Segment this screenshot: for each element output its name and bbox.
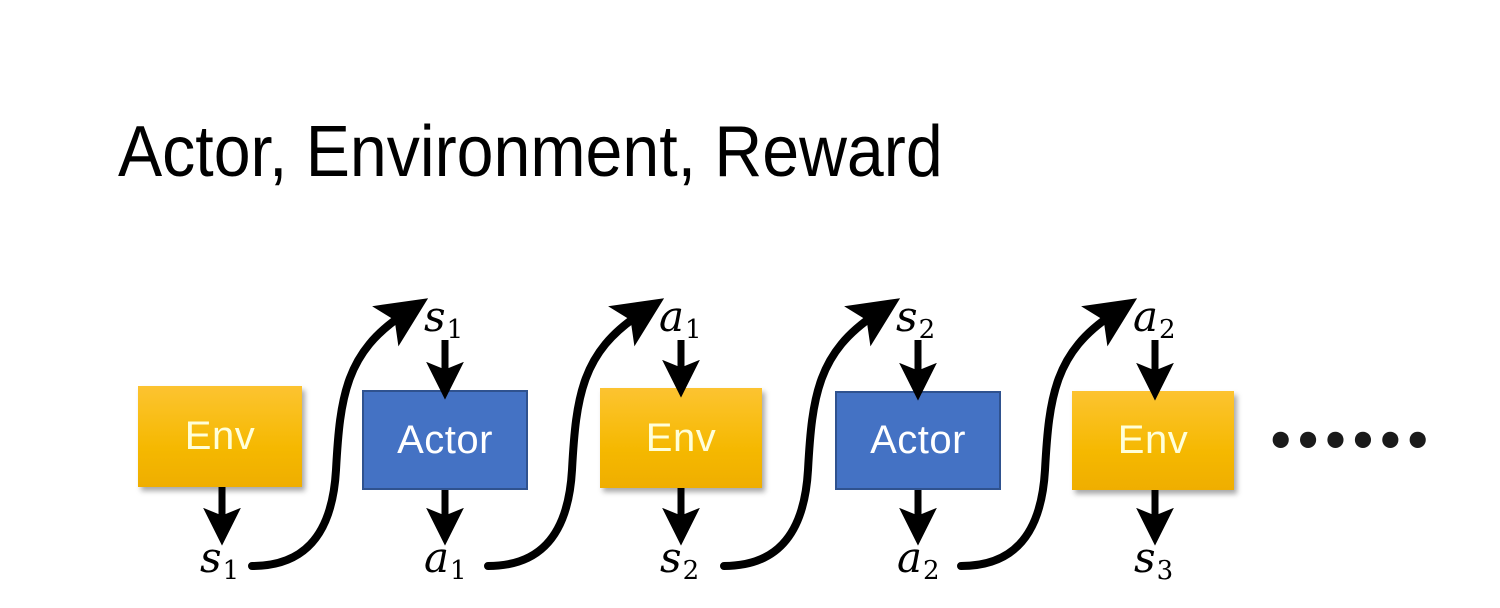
label-bottom-a1: a1 bbox=[424, 533, 467, 587]
label-top-a2: a2 bbox=[1133, 292, 1176, 346]
label-bottom-s1: s1 bbox=[200, 533, 240, 587]
node-env-2[interactable]: Env bbox=[600, 388, 762, 488]
label-top-s2: s2 bbox=[896, 292, 936, 346]
node-env-1[interactable]: Env bbox=[138, 386, 302, 487]
node-actor-1[interactable]: Actor bbox=[362, 390, 528, 490]
node-env-3[interactable]: Env bbox=[1072, 391, 1234, 490]
continuation-ellipsis: •••••• bbox=[1266, 414, 1432, 468]
label-bottom-s3: s3 bbox=[1134, 533, 1174, 587]
label-bottom-s2: s2 bbox=[660, 533, 700, 587]
label-top-a1: a1 bbox=[659, 292, 702, 346]
page-title: Actor, Environment, Reward bbox=[118, 112, 943, 192]
node-actor-2[interactable]: Actor bbox=[835, 391, 1001, 490]
label-top-s1: s1 bbox=[424, 292, 464, 346]
label-bottom-a2: a2 bbox=[897, 533, 940, 587]
